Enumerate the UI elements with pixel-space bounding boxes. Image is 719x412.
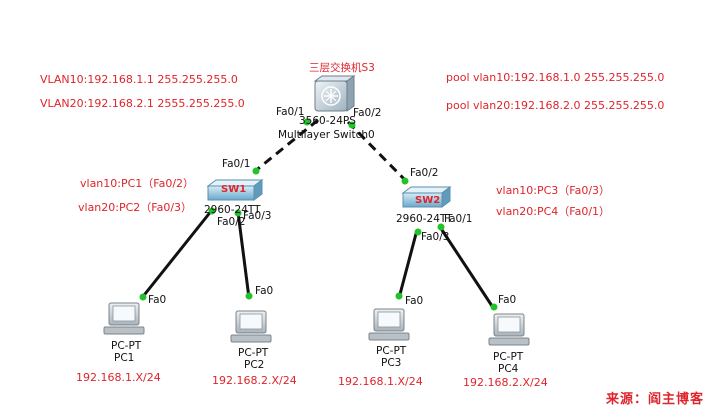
port-dot bbox=[245, 292, 253, 300]
pc1-name: PC1 bbox=[114, 352, 135, 364]
pc1-port: Fa0 bbox=[148, 294, 167, 306]
sw2-port-fa02: Fa0/2 bbox=[410, 167, 439, 179]
pc4-type: PC-PT bbox=[493, 351, 524, 363]
switch-sw1-icon[interactable] bbox=[206, 179, 264, 201]
switch-sw2-icon[interactable] bbox=[401, 186, 452, 208]
multilayer-switch-icon[interactable] bbox=[313, 75, 356, 112]
port-dot bbox=[414, 228, 422, 236]
pc1-ip: 192.168.1.X/24 bbox=[76, 371, 161, 384]
port-dot bbox=[234, 209, 242, 217]
note-pool-vlan20: pool vlan20:192.168.2.0 255.255.255.0 bbox=[446, 99, 665, 112]
pc2-ip: 192.168.2.X/24 bbox=[212, 374, 297, 387]
port-dot bbox=[139, 293, 147, 301]
pc3-icon[interactable] bbox=[368, 308, 410, 341]
note-pool-vlan10: pool vlan10:192.168.1.0 255.255.255.0 bbox=[446, 71, 665, 84]
pc2-name: PC2 bbox=[244, 359, 265, 371]
note-sw1-vlan20: vlan20:PC2（Fa0/3） bbox=[78, 201, 193, 214]
port-dots bbox=[139, 118, 498, 311]
pc3-name: PC3 bbox=[381, 357, 402, 369]
port-dot bbox=[395, 292, 403, 300]
port-dot bbox=[208, 207, 216, 215]
s3-model-label: 3560-24PS bbox=[299, 115, 356, 127]
sw2-model-label: 2960-24TT bbox=[396, 213, 453, 225]
link-sw1-pc1 bbox=[139, 209, 214, 300]
port-dot bbox=[303, 118, 311, 126]
pc4-port: Fa0 bbox=[498, 294, 517, 306]
note-sw2-vlan20: vlan20:PC4（Fa0/1） bbox=[496, 205, 611, 218]
s3-port-fa02: Fa0/2 bbox=[353, 107, 382, 119]
port-dot bbox=[437, 223, 445, 231]
pc1-type: PC-PT bbox=[111, 340, 142, 352]
link-sw2-pc3 bbox=[397, 229, 419, 299]
link-s3-sw1 bbox=[253, 118, 319, 174]
link-sw1-pc2 bbox=[236, 211, 251, 299]
pc3-port: Fa0 bbox=[405, 295, 424, 307]
s3-port-fa01: Fa0/1 bbox=[276, 106, 305, 118]
sw2-badge: SW2 bbox=[415, 195, 441, 206]
sw2-port-fa01: Fa0/1 bbox=[444, 213, 473, 225]
sw1-badge: SW1 bbox=[221, 184, 247, 195]
link-sw2-pc4 bbox=[438, 226, 496, 310]
sw2-port-fa03: Fa0/3 bbox=[421, 231, 450, 243]
sw1-model-label: 2960-24TT bbox=[204, 204, 261, 216]
sw1-port-fa03: Fa0/3 bbox=[243, 210, 272, 222]
note-sw2-vlan10: vlan10:PC3（Fa0/3） bbox=[496, 184, 611, 197]
pc4-icon[interactable] bbox=[488, 313, 530, 346]
port-dot bbox=[348, 121, 356, 129]
s3-caption: 三层交换机S3 bbox=[309, 62, 375, 74]
watermark: 来源：阎主博客 bbox=[606, 392, 705, 407]
s3-device-label: Multilayer Switch0 bbox=[278, 129, 375, 141]
pc1-icon[interactable] bbox=[103, 302, 145, 335]
port-dot bbox=[490, 303, 498, 311]
note-vlan20-ip: VLAN20:192.168.2.1 2555.255.255.0 bbox=[40, 97, 245, 110]
sw1-port-fa01: Fa0/1 bbox=[222, 158, 251, 170]
note-sw1-vlan10: vlan10:PC1（Fa0/2） bbox=[80, 177, 195, 190]
port-dot bbox=[401, 177, 409, 185]
port-dot bbox=[252, 167, 260, 175]
pc2-type: PC-PT bbox=[238, 347, 269, 359]
pc3-type: PC-PT bbox=[376, 345, 407, 357]
pc2-port: Fa0 bbox=[255, 285, 274, 297]
pc2-icon[interactable] bbox=[230, 310, 272, 343]
pc4-ip: 192.168.2.X/24 bbox=[463, 376, 548, 389]
pc3-ip: 192.168.1.X/24 bbox=[338, 375, 423, 388]
sw1-port-fa02: Fa0/2 bbox=[217, 216, 246, 228]
pc4-name: PC4 bbox=[498, 363, 519, 375]
note-vlan10-ip: VLAN10:192.168.1.1 255.255.255.0 bbox=[40, 73, 238, 86]
